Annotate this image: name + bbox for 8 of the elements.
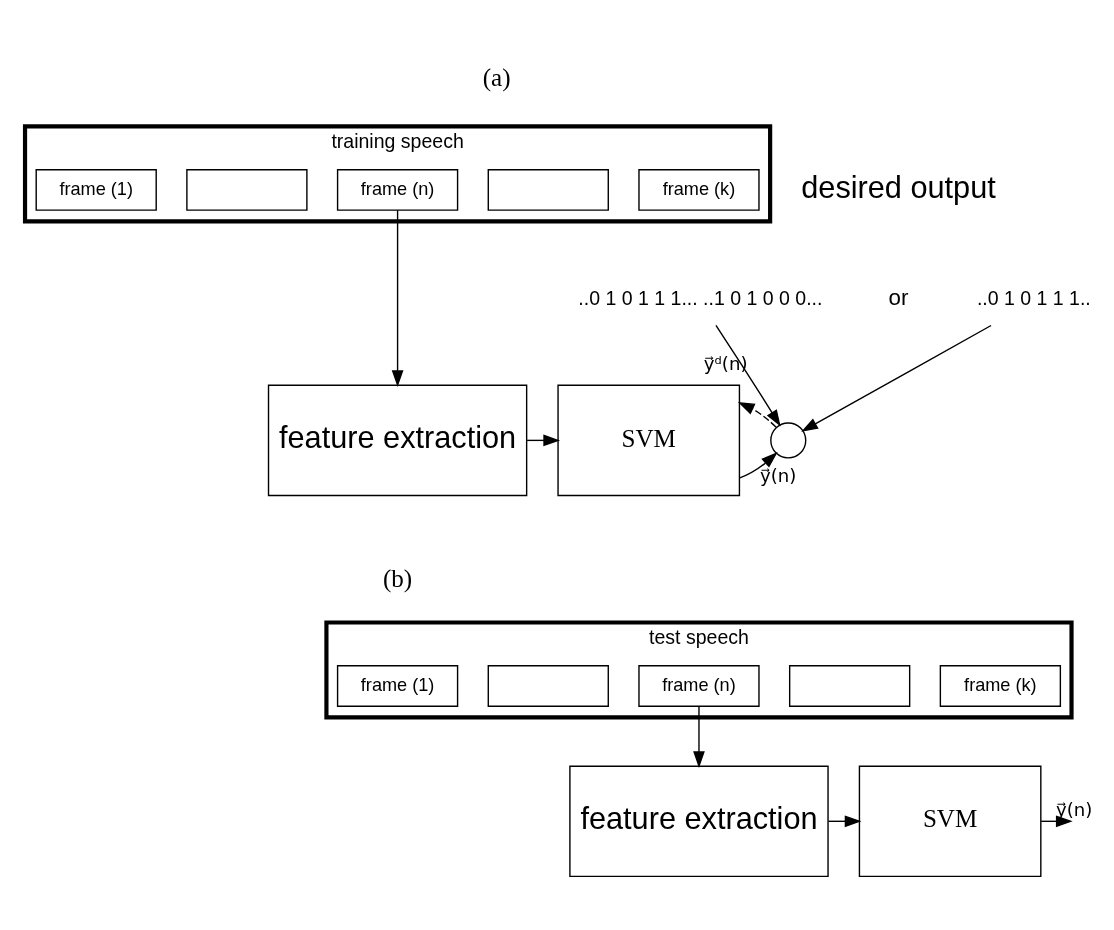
label: (a) xyxy=(482,63,511,91)
label: (b) xyxy=(382,564,413,592)
edge-label: y⃗(n) xyxy=(1056,798,1093,820)
node-text: ..0 1 0 1 1 1.. xyxy=(976,286,1091,309)
node-text: ..0 1 0 1 1 1... ..1 0 1 0 0 0... xyxy=(578,286,823,309)
edge-label: y⃗(n) xyxy=(760,464,797,486)
label: or xyxy=(888,284,909,310)
label: desired output xyxy=(801,169,996,205)
